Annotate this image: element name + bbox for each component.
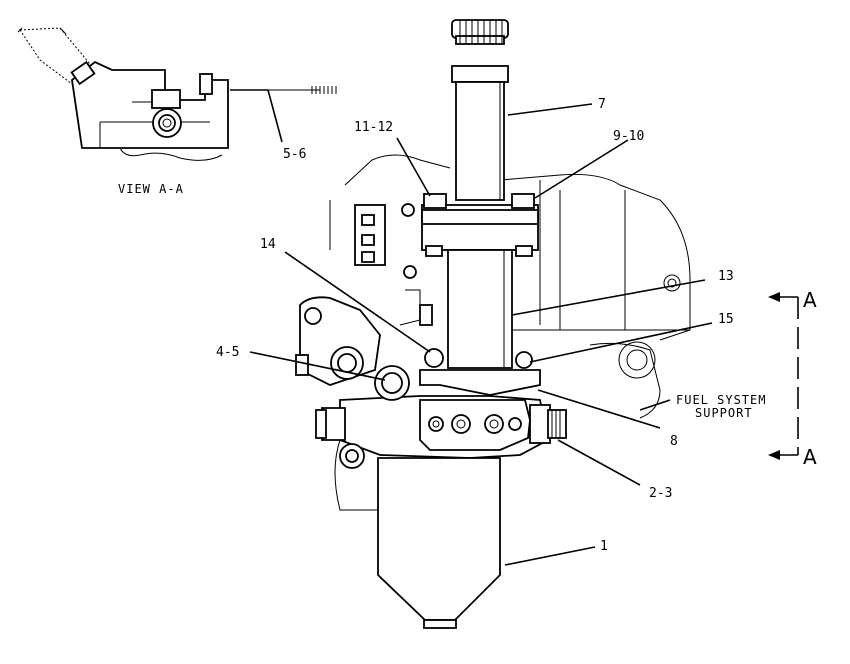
callout-13: 13 bbox=[718, 269, 734, 284]
callout-labels: 7 9-10 11-12 5-6 14 13 15 4-5 FUEL SYSTE… bbox=[216, 97, 766, 554]
arrowhead-top-icon bbox=[768, 292, 780, 302]
engine-block-outline bbox=[295, 154, 691, 419]
callout-14: 14 bbox=[260, 237, 276, 252]
callout-4-5: 4-5 bbox=[216, 345, 239, 360]
callout-15: 15 bbox=[718, 312, 734, 327]
callout-7: 7 bbox=[598, 97, 606, 112]
arrowhead-bottom-icon bbox=[768, 450, 780, 460]
callout-2-3: 2-3 bbox=[649, 486, 672, 501]
section-letter-top: A bbox=[803, 288, 817, 312]
view-caption: VIEW A-A bbox=[118, 182, 184, 196]
note-fuel-system: FUEL SYSTEM bbox=[676, 393, 766, 407]
callout-1: 1 bbox=[600, 539, 608, 554]
note-support: SUPPORT bbox=[695, 406, 753, 420]
callout-5-6: 5-6 bbox=[283, 147, 306, 162]
callout-11-12: 11-12 bbox=[354, 120, 393, 135]
filter-assembly bbox=[315, 19, 567, 629]
callout-9-10: 9-10 bbox=[613, 129, 644, 144]
leader-lines bbox=[249, 103, 713, 566]
callout-8: 8 bbox=[670, 434, 678, 449]
section-letter-bottom: A bbox=[803, 445, 817, 469]
view-a-a-inset: VIEW A-A bbox=[17, 27, 337, 196]
section-marker-a-a: A A bbox=[768, 288, 817, 469]
